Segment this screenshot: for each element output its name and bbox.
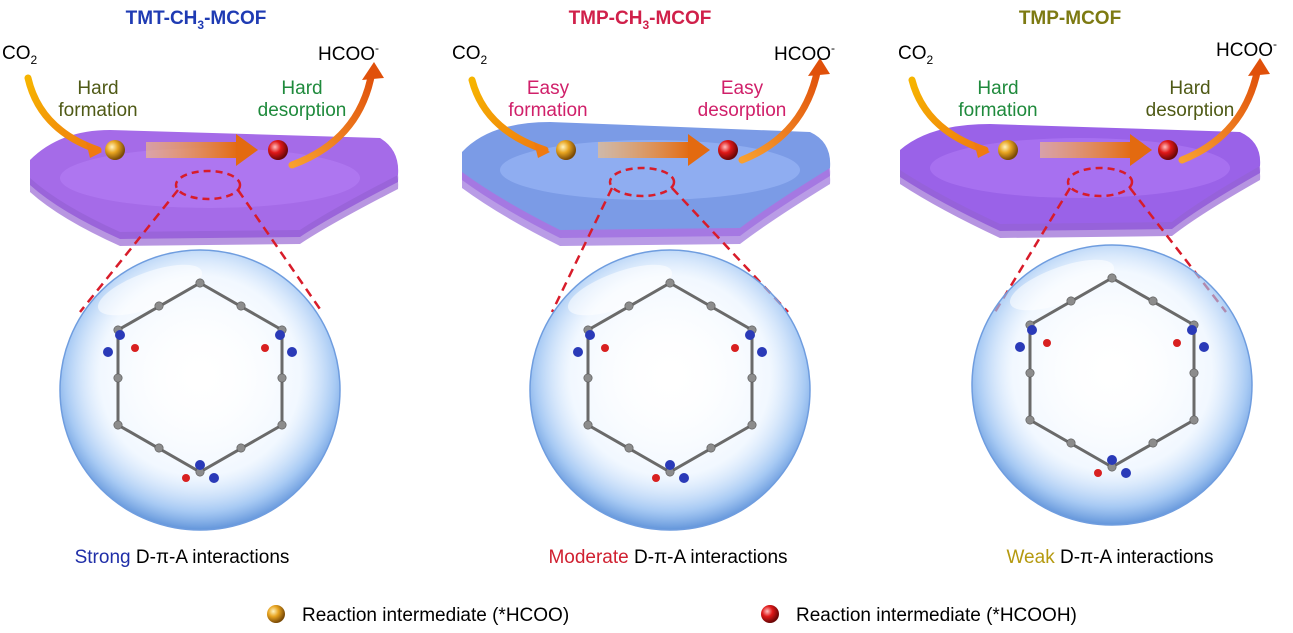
product-label: HCOO- — [774, 41, 835, 65]
panel-title: TMP-MCOF — [1019, 8, 1121, 29]
cof-sheet-stack — [462, 122, 831, 246]
product-outflow-arrow — [288, 68, 376, 169]
zoom-region-ellipse — [1066, 166, 1134, 198]
co2-label: CO2 — [452, 43, 488, 67]
product-outflow-arrow — [738, 64, 822, 164]
transfer-arrow — [146, 134, 258, 166]
molecule-bubble — [59, 249, 341, 531]
legend-hcoo-label: Reaction intermediate (*HCOO) — [302, 605, 569, 626]
cof-sheet-top — [462, 122, 831, 230]
hcoo-intermediate-ball — [105, 140, 125, 160]
molecule-bubble — [971, 244, 1253, 526]
cof-sheet-stack — [900, 124, 1261, 238]
co2-inflow-arrow — [468, 76, 549, 154]
co2-inflow-arrow — [24, 74, 102, 154]
interaction-caption: Weak D-π-A interactions — [1006, 547, 1213, 568]
co2-label: CO2 — [898, 43, 934, 67]
zoom-line-right — [236, 189, 324, 313]
zoom-line-right — [1129, 187, 1227, 313]
legend: Reaction intermediate (*HCOO) Reaction i… — [267, 605, 1077, 626]
zoom-region-ellipse — [174, 169, 242, 201]
interaction-caption: Moderate D-π-A interactions — [548, 547, 787, 568]
interaction-caption: Strong D-π-A interactions — [75, 547, 290, 568]
transfer-arrow — [1040, 134, 1152, 166]
metal-cluster-nodes — [103, 330, 297, 483]
co2-label: CO2 — [2, 43, 38, 67]
co2-inflow-arrow — [908, 76, 989, 154]
product-label: HCOO- — [1216, 37, 1277, 61]
hcooh-intermediate-ball — [1158, 140, 1178, 160]
metal-cluster-nodes — [573, 330, 767, 483]
product-outflow-arrow — [1178, 64, 1262, 164]
hcoo-intermediate-ball — [556, 140, 576, 160]
panel-title: TMT-CH3-MCOF — [126, 8, 267, 32]
hcooh-intermediate-ball — [268, 140, 288, 160]
panel-title: TMP-CH3-MCOF — [569, 8, 712, 32]
metal-cluster-nodes — [1015, 325, 1209, 478]
product-label: HCOO- — [318, 41, 379, 65]
legend-hcooh-swatch — [761, 605, 779, 623]
hcooh-intermediate-ball — [718, 140, 738, 160]
zoom-line-left — [550, 187, 614, 313]
legend-hcooh-label: Reaction intermediate (*HCOOH) — [796, 605, 1077, 626]
transfer-arrow — [598, 134, 710, 166]
legend-hcoo-swatch — [267, 605, 285, 623]
zoom-region-ellipse — [608, 166, 676, 198]
hcoo-intermediate-ball — [998, 140, 1018, 160]
zoom-line-left — [79, 189, 179, 313]
molecule-bubble — [529, 249, 811, 531]
